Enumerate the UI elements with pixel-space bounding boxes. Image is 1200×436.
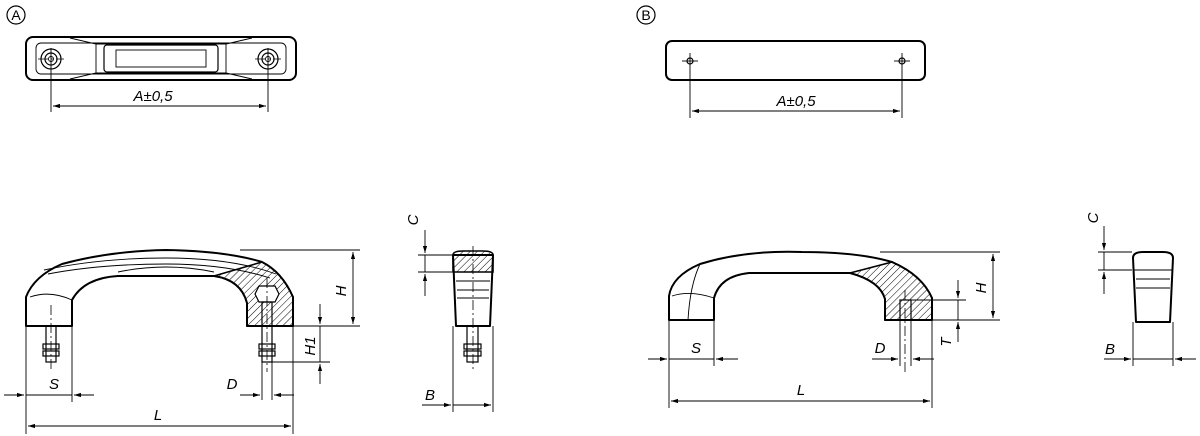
badge-a-text: A xyxy=(11,7,21,23)
dim-l-label-b: L xyxy=(797,382,805,399)
dim-h-label: H xyxy=(333,285,350,296)
dim-h-label-b: H xyxy=(973,282,990,293)
badge-b: B xyxy=(636,5,656,25)
dim-t-label: T xyxy=(938,336,955,347)
handle-b-side-view: H T S D L xyxy=(648,250,1000,408)
dim-l-label: L xyxy=(154,407,162,424)
badge-b-text: B xyxy=(641,7,650,23)
dim-a-label: A±0,5 xyxy=(132,88,173,105)
dim-d-label: D xyxy=(227,376,238,393)
handle-b-end-view: C B xyxy=(1085,212,1196,366)
handle-a-side-view: H H1 S D L xyxy=(4,249,360,434)
dim-s-label: S xyxy=(49,376,59,393)
badge-a: A xyxy=(6,5,26,25)
dim-b-label-b: B xyxy=(1105,341,1115,358)
dim-h1-label: H1 xyxy=(302,336,319,355)
dim-d-label-b: D xyxy=(875,340,886,357)
dim-a-label-b: A±0,5 xyxy=(775,93,816,110)
dim-b-label: B xyxy=(425,387,435,404)
dim-c-label-b: C xyxy=(1085,212,1102,223)
dim-c-label: C xyxy=(405,214,422,225)
dim-s-label-b: S xyxy=(691,340,701,357)
handle-b-top-view: A±0,5 xyxy=(665,40,926,118)
handle-a-top-view: A±0,5 xyxy=(25,36,297,112)
handle-a-end-view: C B xyxy=(405,214,494,412)
